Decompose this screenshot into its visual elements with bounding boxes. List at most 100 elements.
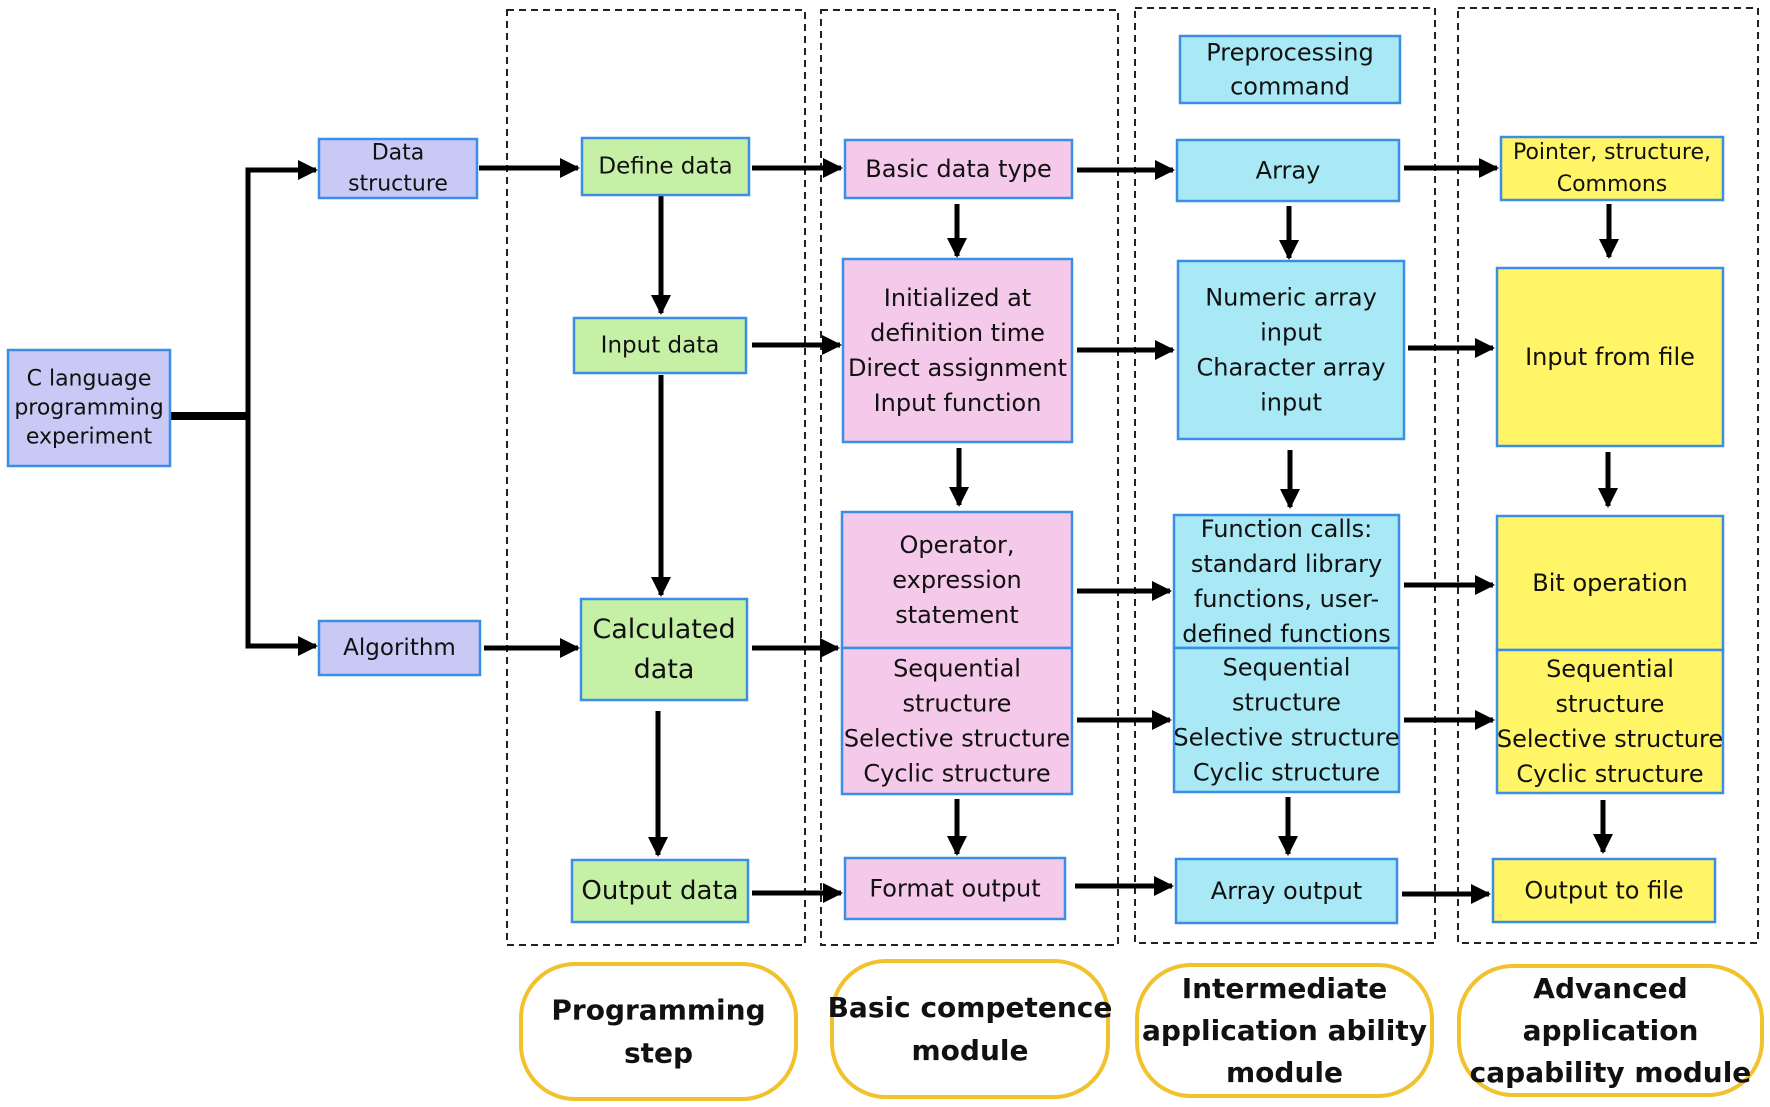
array-input-box-label: Numeric array — [1205, 284, 1377, 312]
algorithm-box: Algorithm — [317, 619, 482, 677]
operator-box-label: expression — [892, 566, 1021, 594]
connectors — [170, 158, 1619, 904]
intermediate-module-label: Intermediate application ability module — [1135, 963, 1434, 1098]
data-structure-box-frame — [317, 137, 479, 200]
programming-step-module-label: Programming step — [519, 962, 798, 1101]
input-data-box-frame — [572, 316, 748, 375]
calculated-data-box: Calculated data — [579, 597, 749, 702]
algorithm-box-label: Algorithm — [343, 635, 456, 661]
intermediate-structures-box-label: structure — [1232, 689, 1341, 717]
operator-box-label: Operator, — [899, 531, 1014, 559]
define-data-box-frame — [580, 136, 751, 197]
intermediate-structures-box-label: Selective structure — [1173, 724, 1399, 752]
frame-basic-module — [820, 9, 1119, 946]
array-input-box-label: Character array — [1196, 354, 1385, 382]
basic-structures-box-label: Sequential — [893, 655, 1021, 683]
initialization-box-frame — [841, 257, 1074, 444]
output-data-box-frame — [570, 858, 750, 924]
initialization-box-label: definition time — [870, 319, 1045, 347]
array-output-box-frame — [1174, 857, 1399, 925]
format-output-box-label: Format output — [869, 875, 1040, 903]
calculated-data-box-label: Calculated — [592, 614, 735, 645]
operator-box-label: statement — [895, 601, 1019, 629]
define-data-box: Define data — [580, 136, 751, 197]
root-box-label: C language — [27, 367, 152, 392]
function-calls-box-label: defined functions — [1182, 620, 1391, 648]
output-data-box-label: Output data — [581, 876, 738, 906]
advanced-structures-box-label: Sequential — [1546, 655, 1674, 683]
root-box-label: experiment — [26, 425, 153, 450]
function-calls-box-label: Function calls: — [1201, 515, 1373, 543]
programming-step-module-label-text: step — [624, 1037, 693, 1070]
pointer-box: Pointer, structure,Commons — [1499, 135, 1725, 202]
root-box-label: programming — [14, 396, 163, 421]
programming-step-module-label-text: Programming — [551, 994, 765, 1027]
initialization-box-label: Input function — [874, 389, 1042, 417]
function-calls-box: Function calls: standard library functions… — [1172, 513, 1401, 650]
input-data-box-label: Input data — [601, 333, 720, 359]
array-input-box-frame — [1176, 259, 1406, 441]
intermediate-module-label-text: module — [1226, 1056, 1343, 1089]
input-from-file-box: Input from file — [1495, 266, 1725, 448]
basic-module-label-text: module — [912, 1034, 1029, 1067]
intermediate-structures-box-label: Cyclic structure — [1193, 759, 1380, 787]
array-input-box-label: input — [1260, 319, 1322, 347]
frame-advanced-module — [1457, 7, 1759, 944]
output-to-file-box-label: Output to file — [1524, 877, 1683, 905]
calculated-data-box-frame — [579, 597, 749, 702]
function-calls-box-label: standard library — [1191, 550, 1382, 578]
basic-data-type-box: Basic data type — [843, 138, 1074, 200]
initialization-box-label: Direct assignment — [848, 354, 1067, 382]
programming-step-module-label-frame — [519, 962, 798, 1101]
advanced-module-label-text: Advanced — [1533, 972, 1687, 1005]
output-data-box: Output data — [570, 858, 750, 924]
input-data-box: Input data — [572, 316, 748, 375]
basic-data-type-box-frame — [843, 138, 1074, 200]
function-calls-box-label: functions, user- — [1194, 585, 1379, 613]
array-box-frame — [1175, 138, 1401, 203]
basic-data-type-box-label: Basic data type — [865, 155, 1051, 183]
bit-operation-box: Bit operation — [1495, 514, 1725, 652]
advanced-module-label-frame — [1457, 964, 1764, 1097]
basic-module-label-frame — [830, 959, 1110, 1099]
root-box: C language programming experiment — [6, 348, 172, 468]
frame-intermediate-module — [1134, 7, 1436, 944]
boxes: C language programming experiment Datastruc… — [6, 34, 1725, 925]
module-frames — [506, 7, 1759, 946]
function-calls-box-frame — [1172, 513, 1401, 650]
intermediate-structures-box-label: Sequential — [1223, 654, 1351, 682]
calculated-data-box-label: data — [634, 654, 695, 685]
format-output-box: Format output — [843, 856, 1067, 921]
initialization-box-label: Initialized at — [884, 284, 1031, 312]
intermediate-module-label-text: Intermediate — [1182, 972, 1388, 1005]
array-output-box-label: Array output — [1211, 877, 1362, 905]
define-data-box-label: Define data — [598, 154, 732, 180]
advanced-structures-box-label: Selective structure — [1497, 725, 1723, 753]
input-from-file-box-label: Input from file — [1525, 343, 1695, 371]
preprocessing-box-label: command — [1230, 73, 1350, 101]
algorithm-box-frame — [317, 619, 482, 677]
advanced-structures-box-frame — [1495, 648, 1725, 795]
intermediate-module-label-frame — [1135, 963, 1434, 1098]
basic-structures-box-label: Cyclic structure — [863, 760, 1050, 788]
output-to-file-box-frame — [1491, 857, 1717, 924]
output-to-file-box: Output to file — [1491, 857, 1717, 924]
array-box-label: Array — [1256, 157, 1321, 185]
basic-structures-box-frame — [840, 646, 1074, 796]
intermediate-module-label-text: application ability — [1142, 1014, 1427, 1047]
operator-box: Operator, expression statement — [840, 510, 1074, 650]
bit-operation-box-frame — [1495, 514, 1725, 652]
basic-structures-box-label: structure — [903, 690, 1012, 718]
advanced-structures-box-label: Cyclic structure — [1516, 760, 1703, 788]
advanced-module-label-text: capability module — [1470, 1056, 1752, 1089]
data-structure-box-label: structure — [348, 172, 448, 197]
format-output-box-frame — [843, 856, 1067, 921]
array-output-box: Array output — [1174, 857, 1399, 925]
bit-operation-box-label: Bit operation — [1532, 569, 1687, 597]
